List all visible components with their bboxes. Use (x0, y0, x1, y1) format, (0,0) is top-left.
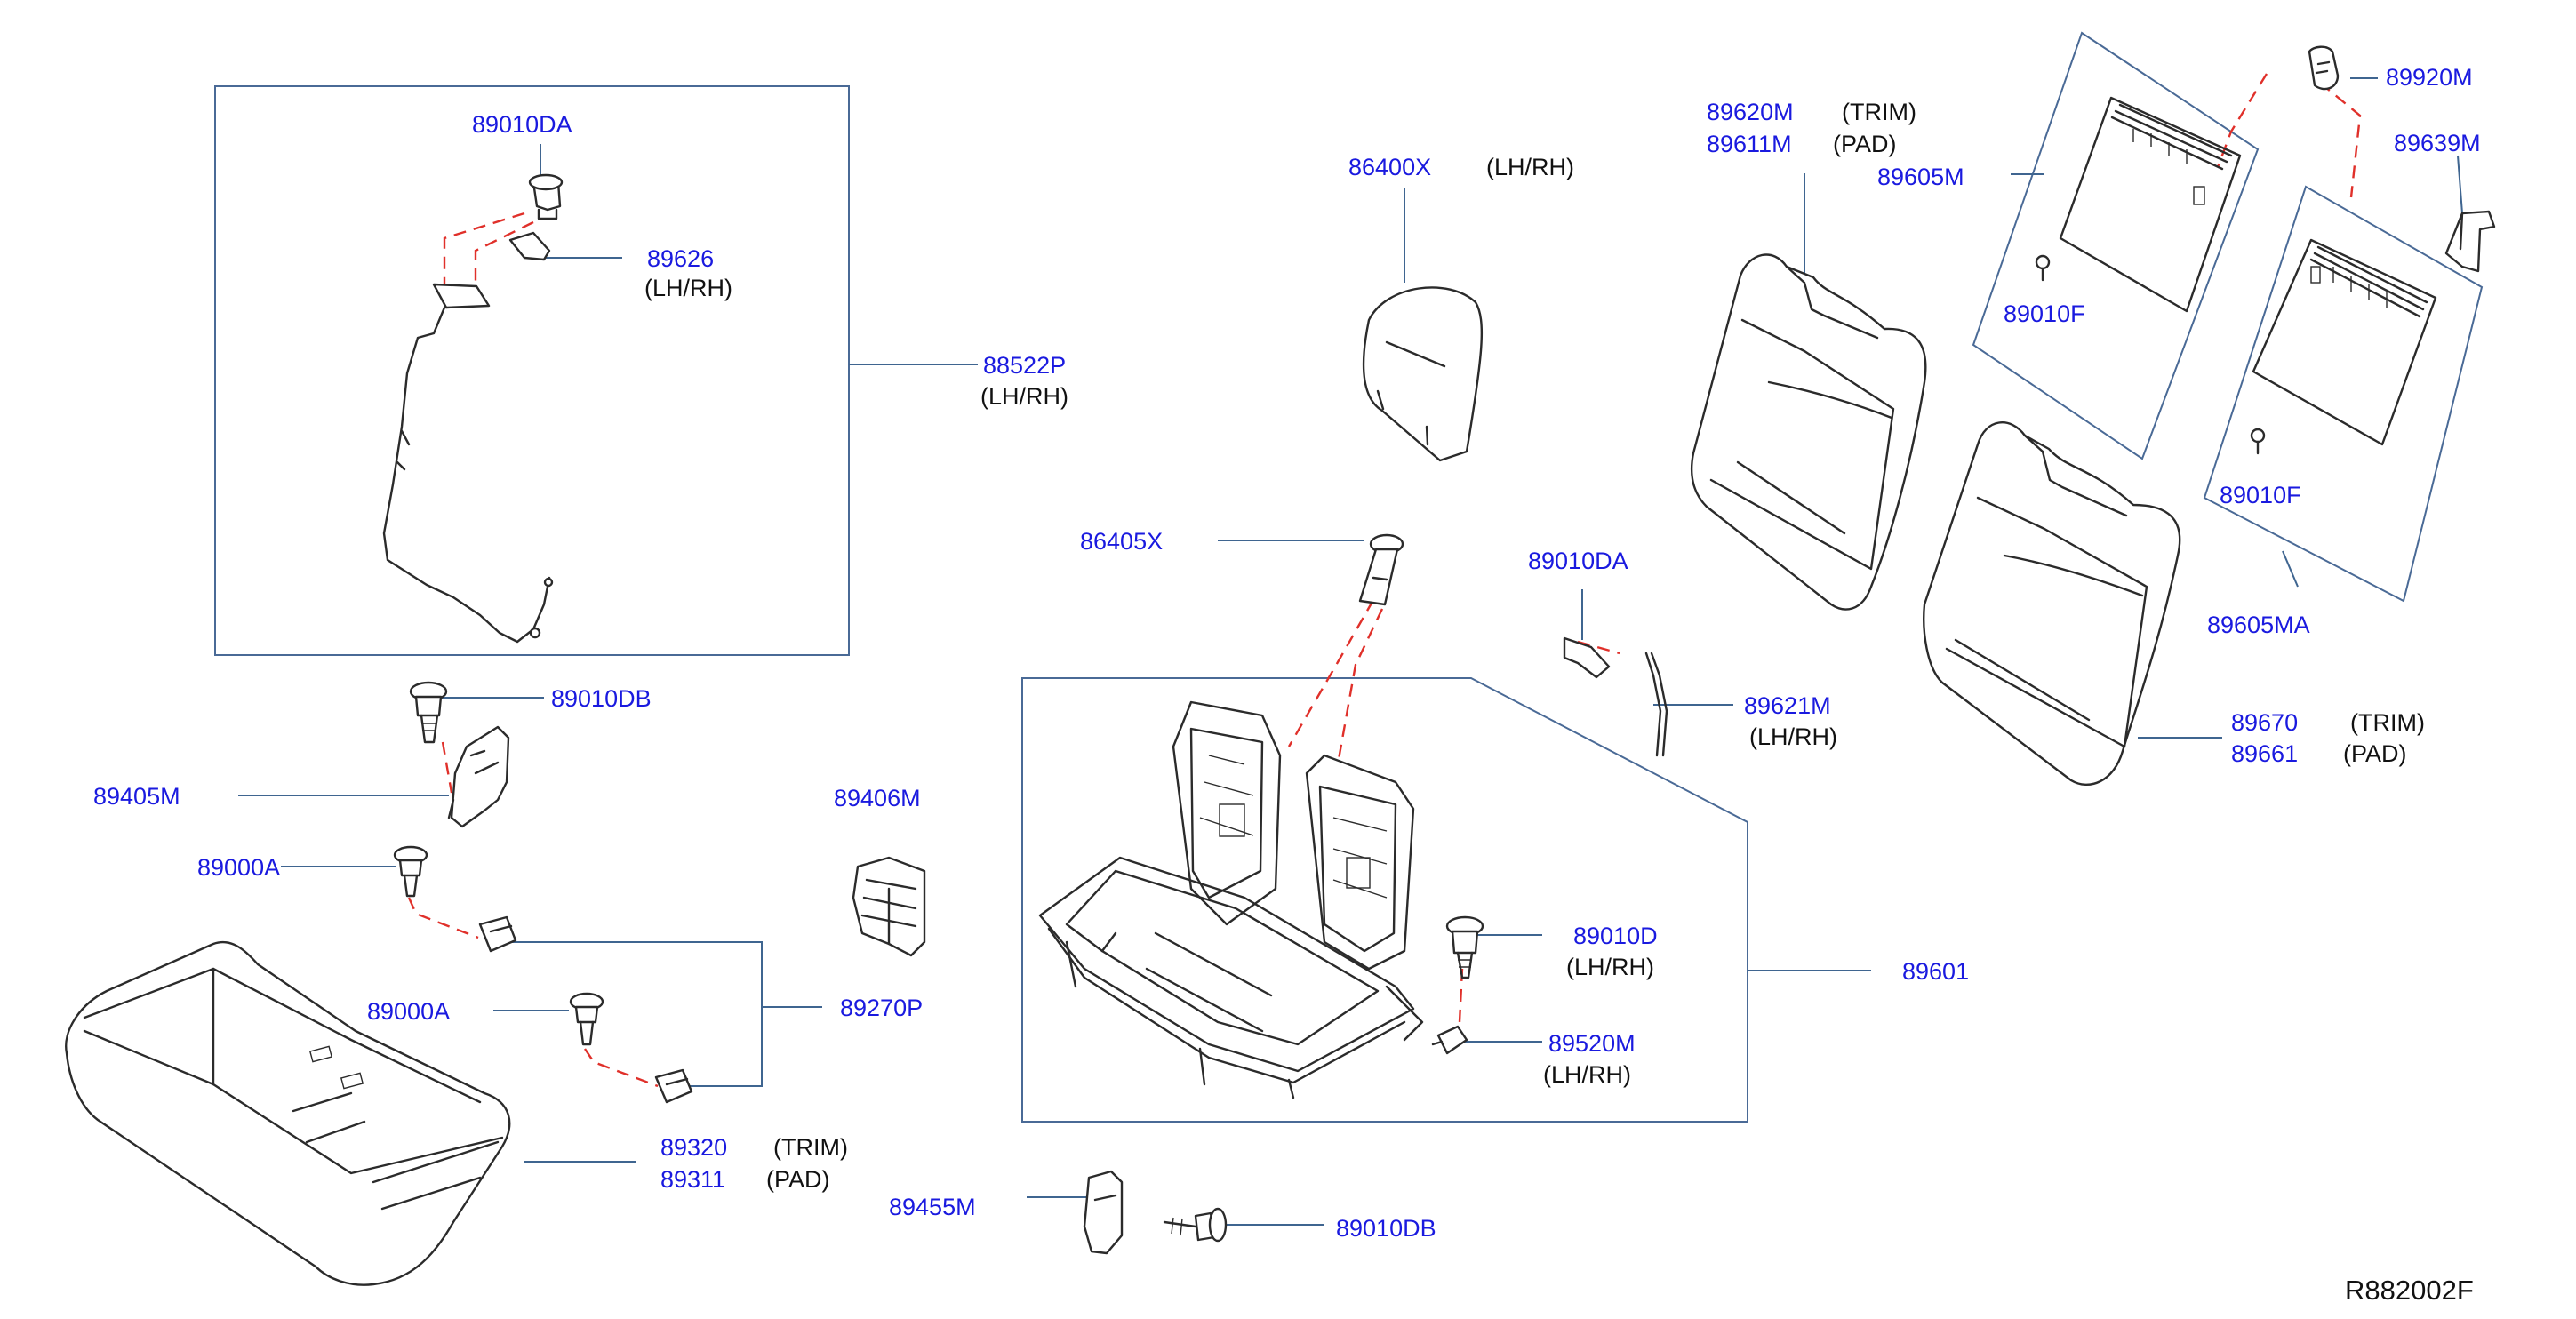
label-89000a-lower: 89000A (367, 998, 450, 1025)
box-88522p-cable (214, 85, 850, 656)
bracket-89405m-drawing (447, 725, 510, 828)
rod-89621m-drawing (1644, 652, 1668, 757)
label-89010da-mid: 89010DA (1528, 548, 1628, 574)
label-89000a-upper: 89000A (197, 854, 280, 881)
note-89320: (TRIM) (773, 1134, 848, 1161)
hidden-lines (407, 73, 2362, 1088)
note-88522p: (LH/RH) (980, 383, 1068, 410)
note-89620m: (TRIM) (1842, 99, 1916, 125)
label-89601: 89601 (1902, 958, 1969, 985)
label-89010d: 89010D (1573, 923, 1658, 949)
board-89605m-drawing (2035, 96, 2242, 313)
cover-89406m-drawing (852, 856, 926, 957)
label-89406m: 89406M (834, 785, 921, 811)
label-89010f-lower: 89010F (2220, 482, 2301, 508)
bolt-89000a-lower-drawing (569, 992, 604, 1046)
note-89311: (PAD) (766, 1166, 830, 1193)
label-89621m: 89621M (1744, 692, 1831, 719)
clip-89270p-lower-drawing (654, 1068, 693, 1104)
label-89010db-lower: 89010DB (1336, 1215, 1436, 1242)
seat-frame-89601-drawing (1038, 700, 1424, 1099)
part-labels: 89010DA 89626 (LH/RH) 88522P (LH/RH) 864… (93, 64, 2481, 1306)
bolt-89000a-upper-drawing (393, 845, 428, 898)
label-86400x: 86400X (1348, 154, 1431, 180)
bolt-89010db-upper-drawing (409, 681, 448, 744)
note-89670: (TRIM) (2350, 709, 2425, 736)
headrest-86400x-drawing (1362, 286, 1484, 462)
label-89611m: 89611M (1707, 131, 1792, 157)
label-89270p: 89270P (840, 995, 923, 1021)
cable-88522p-drawing (382, 173, 564, 644)
latch-89920m-drawing (2308, 45, 2340, 91)
bracket-89455m-drawing (1083, 1170, 1124, 1255)
bolt-89010db-lower-drawing (1163, 1207, 1228, 1243)
note-89661: (PAD) (2343, 740, 2407, 767)
diagram-code: R882002F (2345, 1275, 2474, 1306)
seat-cushion-89320-drawing (65, 941, 511, 1286)
label-89010da-top: 89010DA (472, 111, 572, 138)
label-89520m: 89520M (1548, 1030, 1636, 1057)
label-89010f-upper: 89010F (2004, 300, 2085, 327)
bolt-89010d-drawing (1445, 915, 1484, 979)
label-89626: 89626 (647, 245, 714, 272)
label-88522p: 88522P (983, 352, 1066, 379)
note-89611m: (PAD) (1833, 131, 1897, 157)
label-89605ma: 89605MA (2207, 612, 2310, 638)
label-89639m: 89639M (2394, 130, 2481, 156)
label-89920m: 89920M (2386, 64, 2473, 91)
label-89455m: 89455M (889, 1194, 976, 1220)
label-89605m: 89605M (1877, 164, 1964, 190)
label-89405m: 89405M (93, 783, 180, 810)
box-89605m-board (1972, 31, 2260, 460)
pin-89520m-drawing (1431, 1025, 1468, 1055)
label-89320: 89320 (660, 1134, 727, 1161)
clip-89270p-upper-drawing (478, 915, 517, 953)
note-89010d: (LH/RH) (1566, 954, 1654, 980)
label-89010db-upper: 89010DB (551, 685, 652, 712)
box-89601-frame (1021, 677, 1748, 1123)
seatback-89620m-drawing (1690, 253, 1927, 611)
label-89311: 89311 (660, 1166, 725, 1193)
board-89605ma-drawing (2250, 238, 2437, 455)
label-86405x: 86405X (1080, 528, 1163, 555)
bracket-89639m-drawing (2444, 210, 2496, 273)
box-89605ma-board (2203, 185, 2484, 603)
note-89626: (LH/RH) (644, 275, 732, 301)
label-89670: 89670 (2231, 709, 2298, 736)
seatback-89670-drawing (1923, 421, 2181, 786)
note-89621m: (LH/RH) (1749, 723, 1837, 750)
note-89520m: (LH/RH) (1543, 1061, 1631, 1088)
note-86400x: (LH/RH) (1486, 154, 1574, 180)
leader-lines (238, 77, 2463, 1226)
label-89661: 89661 (2231, 740, 2298, 767)
label-89620m: 89620M (1707, 99, 1794, 125)
clip-89010da-drawing (1563, 636, 1611, 679)
headrest-guide-86405x-drawing (1358, 533, 1404, 606)
